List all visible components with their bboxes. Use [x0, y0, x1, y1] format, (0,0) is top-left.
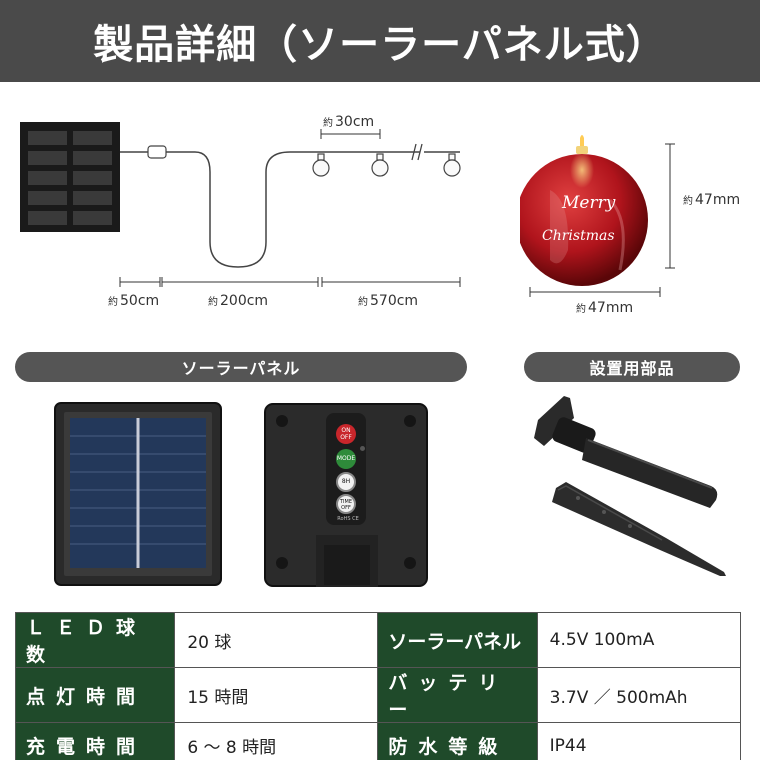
page-title: 製品詳細（ソーラーパネル式） [93, 22, 667, 68]
spec-label: 充電時間 [14, 722, 176, 760]
ornament-ball-image: Merry Christmas [520, 135, 675, 297]
timer-8h-button[interactable]: 8H [336, 472, 356, 492]
page-header: 製品詳細（ソーラーパネル式） [0, 0, 760, 82]
mode-button[interactable]: MODE [336, 449, 356, 469]
solar-panel-front-image [54, 402, 222, 586]
spec-label: ソーラーパネル [377, 612, 538, 668]
section-label-solar-panel: ソーラーパネル [15, 352, 467, 382]
spec-label: 点灯時間 [14, 667, 176, 723]
spec-value: 4.5V 100mA [536, 612, 742, 668]
spec-value: 3.7V ／ 500mAh [536, 667, 742, 723]
ornament-text-merry: Merry [561, 193, 616, 213]
bulb-icons [312, 153, 461, 177]
ground-spike-icon [552, 482, 726, 576]
spec-value: 6 ～ 8 時間 [174, 722, 379, 760]
stake-parts-image [534, 396, 726, 576]
spec-value: 20 球 [174, 612, 379, 668]
on-off-button[interactable]: ON OFF [336, 424, 356, 444]
ornament-text-christmas: Christmas [542, 228, 615, 244]
spec-label: バッテリー [377, 667, 538, 723]
certification-marks: RoHS CE [337, 516, 359, 522]
indicator-led-icon [360, 446, 365, 451]
table-row: 点灯時間 15 時間 バッテリー 3.7V ／ 500mAh [14, 667, 742, 723]
spec-value: 15 時間 [174, 667, 379, 723]
spec-value: IP44 [536, 722, 742, 760]
solar-panel-small-icon [20, 122, 120, 232]
spec-table: ＬＥＤ球数 20 球 ソーラーパネル 4.5V 100mA 点灯時間 15 時間… [14, 612, 742, 760]
stake-holder-icon [534, 396, 718, 508]
table-row: ＬＥＤ球数 20 球 ソーラーパネル 4.5V 100mA [14, 612, 742, 668]
spec-label: ＬＥＤ球数 [14, 612, 176, 668]
section-label-parts: 設置用部品 [524, 352, 740, 382]
table-row: 充電時間 6 ～ 8 時間 防水等級 IP44 [14, 722, 742, 760]
spec-label: 防水等級 [377, 722, 538, 760]
string-light-diagram [20, 122, 461, 287]
solar-panel-back-image [264, 403, 428, 587]
time-off-button[interactable]: TIME OFF [336, 494, 356, 514]
